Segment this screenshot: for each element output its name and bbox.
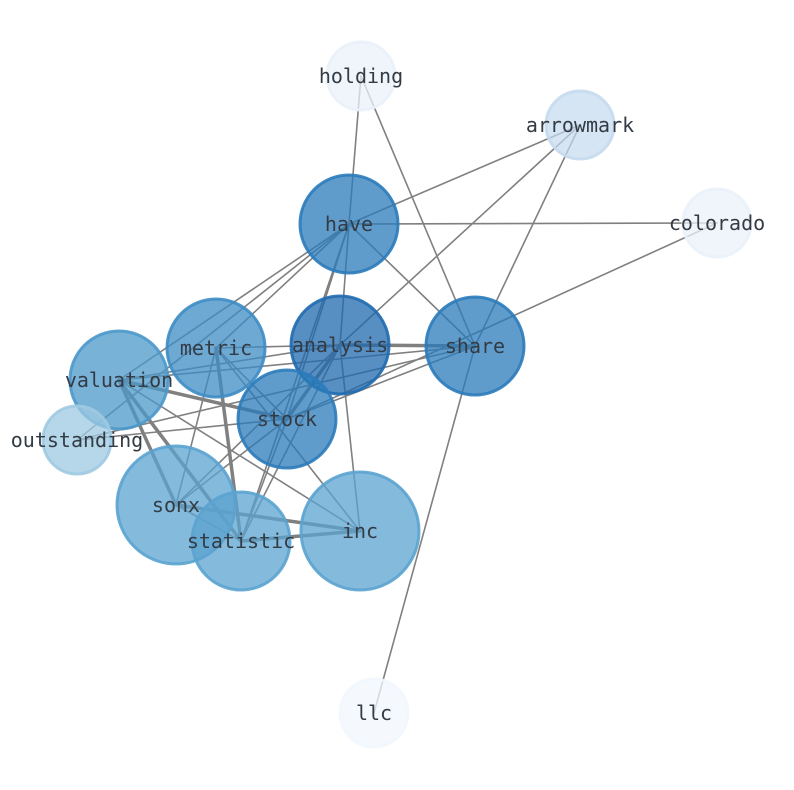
- node-circle-llc: [338, 677, 410, 749]
- node-llc: llc: [338, 677, 410, 749]
- node-stock: stock: [236, 368, 338, 470]
- node-colorado: colorado: [669, 187, 765, 259]
- node-label-llc: llc: [356, 701, 392, 725]
- node-metric: metric: [165, 297, 267, 399]
- node-label-statistic: statistic: [187, 529, 295, 553]
- node-outstanding: outstanding: [11, 404, 143, 476]
- node-circle-share: [424, 295, 526, 397]
- node-circle-stock: [236, 368, 338, 470]
- node-label-have: have: [325, 212, 373, 236]
- node-analysis: analysis: [289, 294, 391, 396]
- node-label-stock: stock: [257, 407, 317, 431]
- edge-share-llc: [373, 345, 476, 714]
- node-statistic: statistic: [187, 490, 295, 592]
- node-circle-statistic: [190, 490, 292, 592]
- node-label-metric: metric: [180, 336, 252, 360]
- node-circle-arrowmark: [544, 89, 616, 161]
- node-share: share: [424, 295, 526, 397]
- node-circle-metric: [165, 297, 267, 399]
- node-have: have: [298, 173, 400, 275]
- edge-colorado-have: [348, 222, 718, 225]
- node-circle-inc: [299, 470, 421, 592]
- node-label-holding: holding: [319, 64, 403, 88]
- node-label-analysis: analysis: [292, 333, 388, 357]
- node-valuation: valuation: [65, 329, 173, 431]
- node-label-sonx: sonx: [152, 493, 200, 517]
- edge-layer: [76, 75, 718, 714]
- edge-arrowmark-analysis: [339, 124, 581, 346]
- node-label-inc: inc: [342, 519, 378, 543]
- node-label-outstanding: outstanding: [11, 428, 143, 452]
- node-inc: inc: [299, 470, 421, 592]
- node-label-valuation: valuation: [65, 368, 173, 392]
- node-label-arrowmark: arrowmark: [526, 113, 634, 137]
- node-holding: holding: [319, 40, 403, 112]
- node-circle-valuation: [68, 329, 170, 431]
- node-circle-outstanding: [41, 404, 113, 476]
- node-label-share: share: [445, 334, 505, 358]
- node-circle-holding: [325, 40, 397, 112]
- node-circle-have: [298, 173, 400, 275]
- node-arrowmark: arrowmark: [526, 89, 634, 161]
- node-label-colorado: colorado: [669, 211, 765, 235]
- node-layer: holding arrowmark colorado have metric analys…: [11, 40, 765, 749]
- node-circle-colorado: [681, 187, 753, 259]
- node-circle-analysis: [289, 294, 391, 396]
